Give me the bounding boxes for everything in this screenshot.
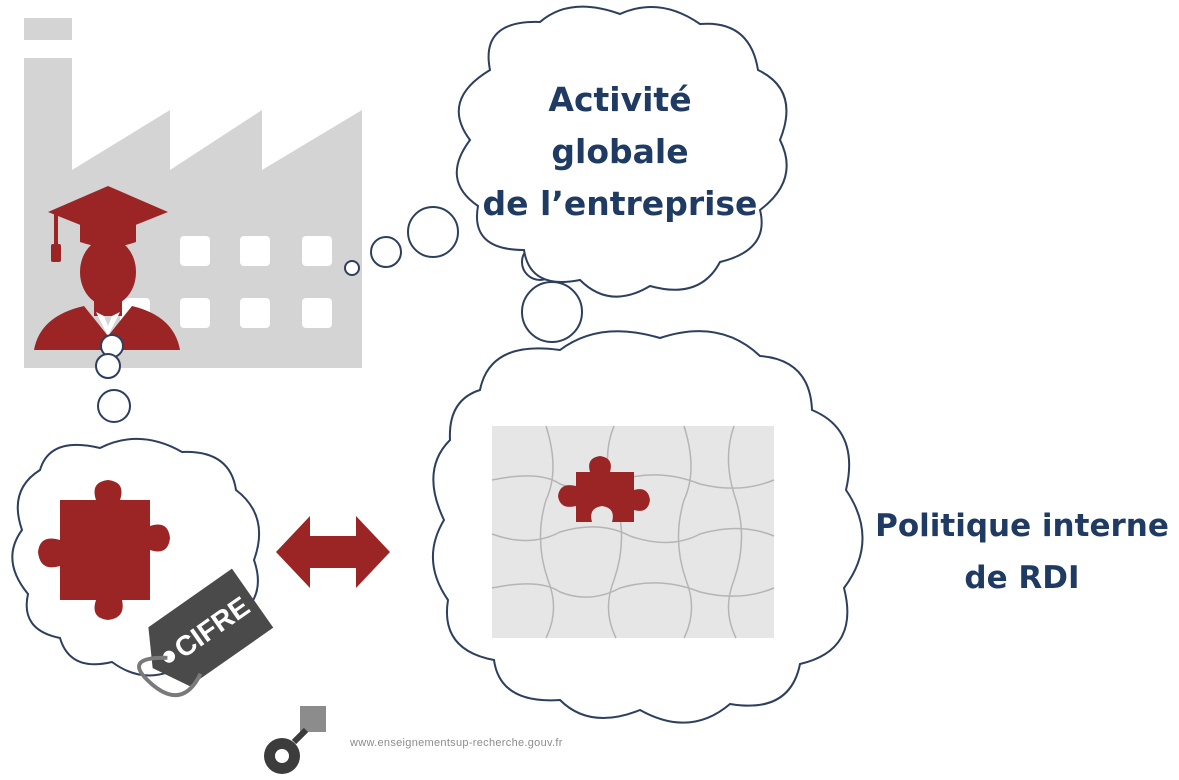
thought-bubble-line1: Activité bbox=[548, 80, 692, 119]
thought-bubble-line2: globale bbox=[551, 132, 689, 171]
policy-label-line2: de RDI bbox=[964, 560, 1080, 596]
graduate-icon bbox=[34, 186, 180, 350]
policy-label-line1: Politique interne bbox=[875, 508, 1169, 544]
thought-dots-left bbox=[95, 334, 131, 423]
ministry-logo-icon bbox=[264, 706, 326, 774]
footer-url: www.enseignementsup-recherche.gouv.fr bbox=[350, 737, 563, 749]
jigsaw-image bbox=[491, 425, 775, 639]
puzzle-piece-icon bbox=[38, 480, 170, 620]
collar-icon bbox=[96, 312, 120, 336]
thought-cloud-top bbox=[455, 5, 788, 298]
missing-piece-icon bbox=[558, 456, 650, 522]
double-arrow-icon bbox=[276, 516, 390, 588]
thought-bubble-line3: de l’entreprise bbox=[482, 184, 758, 223]
policy-label: Politique interne de RDI bbox=[862, 500, 1179, 604]
thought-bubble-text: Activité globale de l’entreprise bbox=[470, 74, 770, 230]
